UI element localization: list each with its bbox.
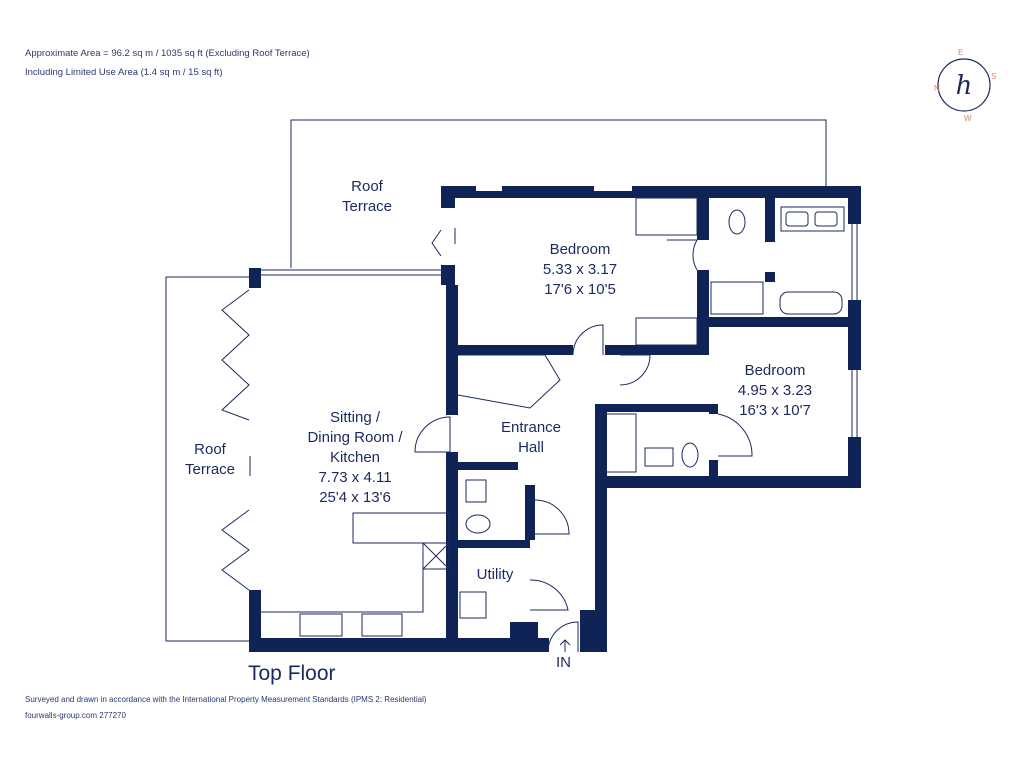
door (572, 324, 604, 356)
room-label-roof-terrace-left: Roof Terrace (172, 440, 248, 480)
wall (446, 452, 458, 640)
wall (848, 186, 861, 224)
roof-terrace-left-line1: Roof (194, 441, 226, 458)
bedroom-2-name: Bedroom (744, 362, 806, 379)
compass-logo-icon: h N E S W (934, 48, 996, 123)
wall (510, 622, 538, 652)
wall (595, 404, 607, 652)
area-summary: Approximate Area = 96.2 sq m / 1035 sq f… (25, 48, 310, 59)
compass-e: E (958, 48, 963, 57)
utility-name: Utility (476, 566, 514, 583)
wall (441, 186, 861, 198)
door (414, 416, 451, 453)
wall (709, 317, 861, 327)
walls (249, 186, 861, 652)
wall (765, 272, 775, 282)
survey-note: Surveyed and drawn in accordance with th… (25, 695, 427, 704)
wall (446, 285, 458, 415)
wall (249, 268, 261, 288)
roof-terrace-top-line1: Roof (351, 178, 383, 195)
wall (765, 198, 775, 242)
room-label-entrance-hall: Entrance Hall (488, 418, 574, 458)
room-label-sitting: Sitting / Dining Room / Kitchen 7.73 x 4… (290, 408, 420, 508)
sitting-line1: Sitting / (329, 409, 381, 426)
wall (441, 186, 455, 208)
wall (580, 610, 607, 652)
sitting-line3: Kitchen (329, 449, 381, 466)
bedroom-1-imperial: 17'6 x 10'5 (544, 281, 616, 298)
bedroom-1-name: Bedroom (549, 241, 611, 258)
limited-use-area: Including Limited Use Area (1.4 sq m / 1… (25, 67, 223, 78)
wall (595, 476, 861, 488)
bedroom-2-imperial: 16'3 x 10'7 (739, 402, 811, 419)
folding-door (221, 509, 250, 591)
wall (525, 485, 535, 540)
compass-n: N (934, 84, 940, 93)
sitting-line2: Dining Room / (307, 429, 403, 446)
door (717, 413, 753, 457)
roof-terrace-left-line2: Terrace (184, 461, 236, 478)
room-label-bedroom-2: Bedroom 4.95 x 3.23 16'3 x 10'7 (725, 361, 825, 421)
wall (458, 540, 530, 548)
roof-terrace-left-outline (165, 276, 249, 642)
compass-s: S (991, 72, 996, 81)
door (667, 239, 698, 271)
bedroom-1-metric: 5.33 x 3.17 (542, 261, 618, 278)
floor-title: Top Floor (248, 662, 336, 685)
door (529, 579, 569, 611)
room-label-bedroom-1: Bedroom 5.33 x 3.17 17'6 x 10'5 (530, 240, 630, 300)
door (534, 499, 570, 535)
roof-terrace-top-line2: Terrace (341, 198, 393, 215)
roof-terrace-top-outline (290, 119, 827, 268)
wall (848, 437, 861, 488)
wall (455, 345, 573, 355)
entry-label: IN (556, 654, 571, 671)
room-label-roof-terrace-top: Roof Terrace (328, 177, 406, 217)
folding-door (221, 289, 250, 421)
wall (595, 404, 718, 412)
wall (848, 300, 861, 370)
sitting-metric: 7.73 x 4.11 (318, 469, 392, 486)
wall (697, 270, 709, 348)
wall (249, 638, 549, 652)
wall (249, 590, 261, 652)
entrance-hall-line1: Entrance (500, 419, 562, 436)
folding-door (431, 229, 442, 257)
reference: fourwalls-group.com 277270 (25, 711, 126, 720)
wall (709, 404, 718, 414)
wall (458, 462, 518, 470)
wall (605, 345, 709, 355)
wall (709, 460, 718, 476)
sitting-imperial: 25'4 x 13'6 (319, 489, 391, 506)
entrance-hall-line2: Hall (518, 439, 544, 456)
compass-logo-letter: h (956, 71, 973, 101)
bedroom-2-metric: 4.95 x 3.23 (737, 382, 813, 399)
compass-w: W (964, 114, 972, 123)
room-label-utility: Utility (466, 565, 524, 585)
wall (697, 198, 709, 240)
door (619, 354, 651, 386)
door (547, 621, 579, 653)
